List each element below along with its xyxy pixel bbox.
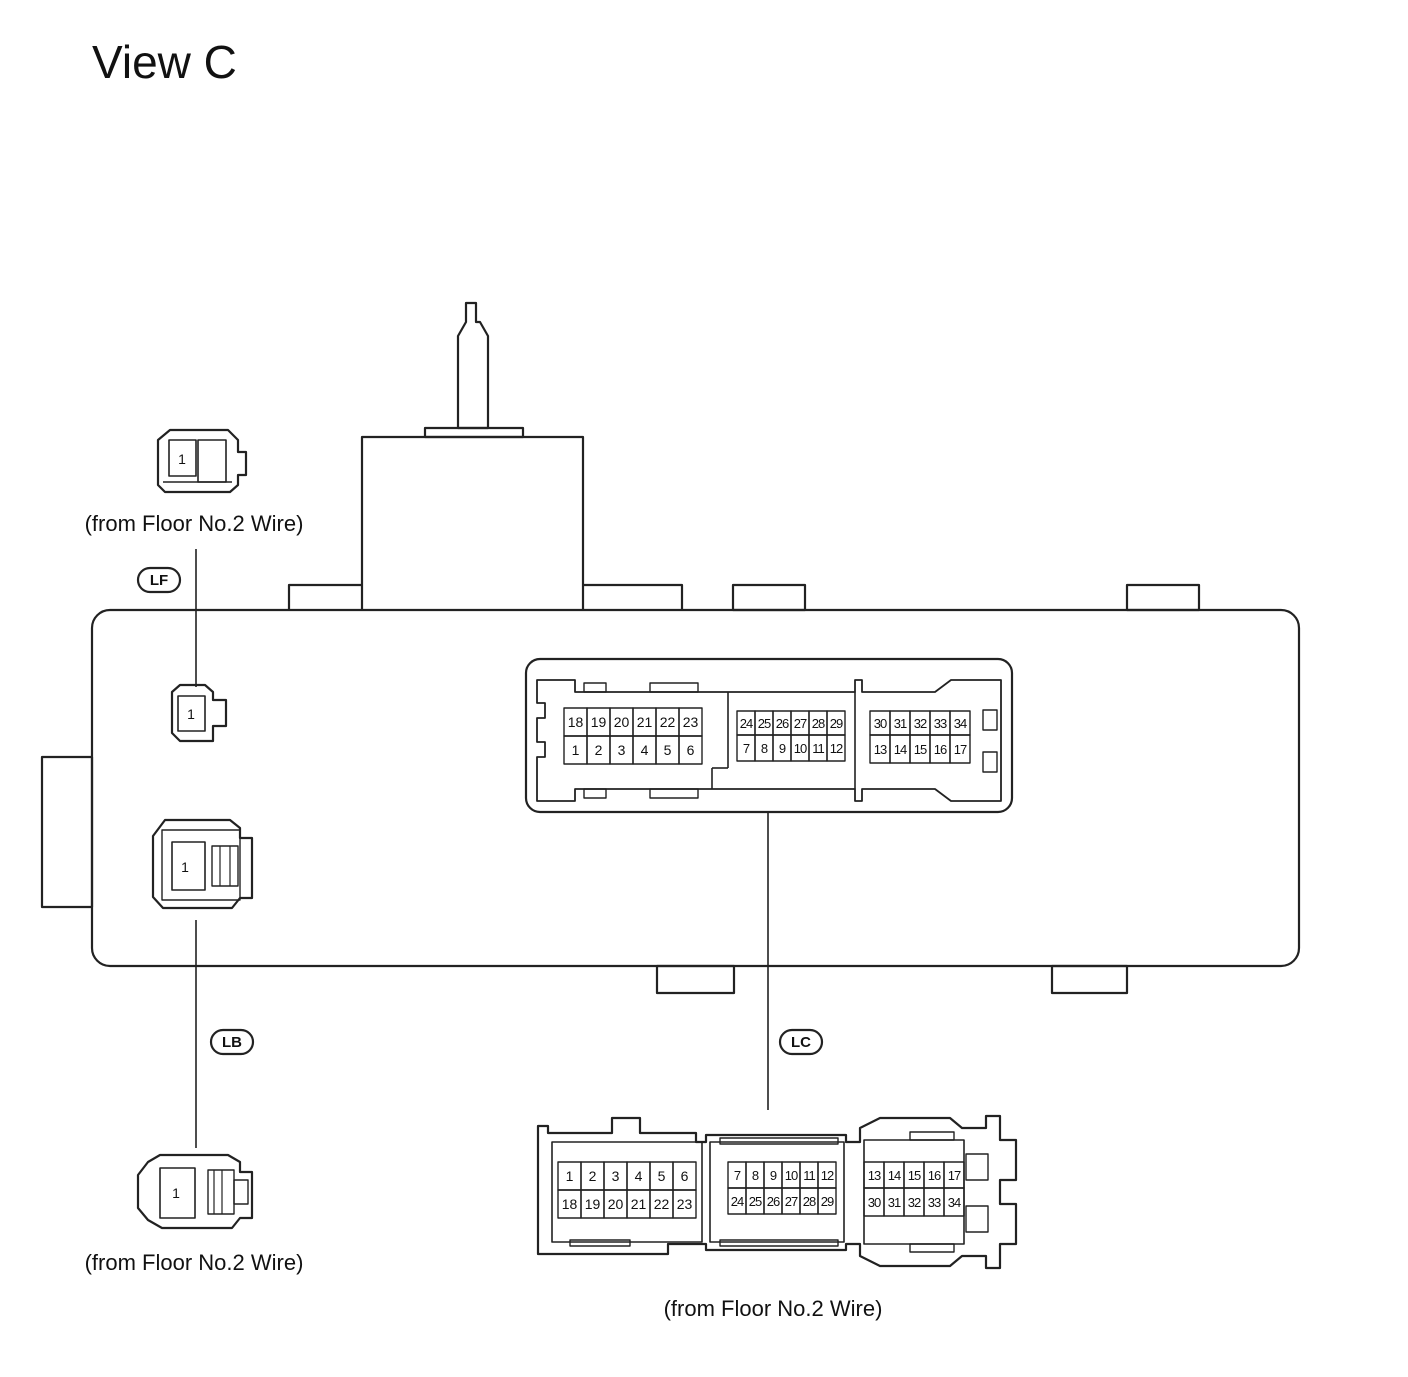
view-title: View C xyxy=(92,36,237,88)
lc-body-pin-21-label: 21 xyxy=(637,714,653,730)
lc-mate-pin-34-label: 34 xyxy=(948,1195,961,1210)
lc-body-pin-13-label: 13 xyxy=(874,742,887,757)
lc-mate-pin-12-label: 12 xyxy=(821,1168,834,1183)
lc-body-pin-11-label: 11 xyxy=(812,741,824,756)
lc-mate-pin-21-label: 21 xyxy=(631,1196,647,1212)
lc-body-pin-23-label: 23 xyxy=(683,714,699,730)
lc-mate-pin-2-label: 2 xyxy=(589,1168,597,1184)
lc-mate-pin-26-label: 26 xyxy=(767,1194,780,1209)
lf-caption: (from Floor No.2 Wire) xyxy=(85,511,304,536)
lc-body-pin-6-label: 6 xyxy=(687,742,695,758)
lc-mate-pin-19-label: 19 xyxy=(585,1196,601,1212)
lc-body-pin-4-label: 4 xyxy=(641,742,649,758)
lc-mate-pin-34-cell xyxy=(943,1187,965,1217)
lb-tag: LB xyxy=(209,1028,255,1056)
lb-connector-body: 1 xyxy=(151,818,254,910)
lc-mate-pin-4-label: 4 xyxy=(635,1168,643,1184)
lc-body-pin-18-label: 18 xyxy=(568,714,584,730)
lc-body-pin-25-label: 25 xyxy=(758,716,771,731)
lc-mate-pin-16-label: 16 xyxy=(928,1168,941,1183)
lc-mate-pin-22-label: 22 xyxy=(654,1196,670,1212)
lc-body-pin-26-label: 26 xyxy=(776,716,789,731)
lc-body-pin-3-label: 3 xyxy=(618,742,626,758)
lc-body-pin-6-cell xyxy=(678,735,703,765)
lc-body-pin-14-label: 14 xyxy=(894,742,907,757)
lc-mate-pin-13-label: 13 xyxy=(868,1168,881,1183)
lc-mate-pin-14-label: 14 xyxy=(888,1168,901,1183)
lc-body-pin-29-label: 29 xyxy=(830,716,843,731)
lf-body-pin-label: 1 xyxy=(187,706,195,722)
lc-body-pin-17-cell xyxy=(949,734,971,764)
lc-body-pin-27-label: 27 xyxy=(794,716,807,731)
lc-body-pin-8-label: 8 xyxy=(761,741,768,756)
lc-mate-pin-18-label: 18 xyxy=(562,1196,578,1212)
lc-body-pin-17-label: 17 xyxy=(954,742,967,757)
lf-tag-label: LF xyxy=(150,572,168,589)
lc-body-pin-33-label: 33 xyxy=(934,716,947,731)
lc-body-pin-15-label: 15 xyxy=(914,742,927,757)
lc-mate-pin-11-label: 11 xyxy=(803,1168,815,1183)
lb-tag-label: LB xyxy=(222,1034,242,1051)
lc-body-pin-20-label: 20 xyxy=(614,714,630,730)
lc-body-pin-9-label: 9 xyxy=(779,741,786,756)
lc-mate-pin-32-label: 32 xyxy=(908,1195,921,1210)
lb-connector-mating: 1 xyxy=(136,1153,254,1230)
ecu-body xyxy=(40,301,1301,995)
lc-body-pin-1-label: 1 xyxy=(572,742,580,758)
lc-mate-pin-7-label: 7 xyxy=(734,1168,741,1183)
lc-mate-pin-33-label: 33 xyxy=(928,1195,941,1210)
lc-mate-pin-20-label: 20 xyxy=(608,1196,624,1212)
lc-mate-pin-24-label: 24 xyxy=(731,1194,744,1209)
lc-body-pin-19-label: 19 xyxy=(591,714,607,730)
lc-mate-pin-9-label: 9 xyxy=(770,1168,777,1183)
lc-body-pin-5-label: 5 xyxy=(664,742,672,758)
lc-mate-pin-6-label: 6 xyxy=(681,1168,689,1184)
lc-body-pin-28-label: 28 xyxy=(812,716,825,731)
lc-body-pin-10-label: 10 xyxy=(794,741,807,756)
lc-mate-pin-25-label: 25 xyxy=(749,1194,762,1209)
lc-mate-pin-17-label: 17 xyxy=(948,1168,961,1183)
lf-connector-mating: 1 xyxy=(156,428,248,494)
lb-mating-pin-label: 1 xyxy=(172,1185,180,1201)
lc-mate-pin-29-label: 29 xyxy=(821,1194,834,1209)
lf-connector-body: 1 xyxy=(170,683,228,743)
lc-mate-pin-3-label: 3 xyxy=(612,1168,620,1184)
lb-body-pin-label: 1 xyxy=(181,859,189,875)
lc-mate-pin-30-label: 30 xyxy=(868,1195,881,1210)
lf-mating-pin-label: 1 xyxy=(178,451,186,467)
lc-mate-pin-1-label: 1 xyxy=(566,1168,574,1184)
lc-body-pin-34-label: 34 xyxy=(954,716,967,731)
lc-body-pin-30-label: 30 xyxy=(874,716,887,731)
lc-body-pin-12-label: 12 xyxy=(830,741,843,756)
lc-mate-pin-29-cell xyxy=(817,1187,837,1215)
lc-mate-pin-31-label: 31 xyxy=(888,1195,901,1210)
lc-mate-pin-5-label: 5 xyxy=(658,1168,666,1184)
lc-mate-pin-23-label: 23 xyxy=(677,1196,693,1212)
lc-mate-pin-28-label: 28 xyxy=(803,1194,816,1209)
lc-mate-pin-27-label: 27 xyxy=(785,1194,798,1209)
lc-body-pin-22-label: 22 xyxy=(660,714,676,730)
lc-body-pin-31-label: 31 xyxy=(894,716,907,731)
lc-tag: LC xyxy=(778,1028,824,1056)
lc-mate-pin-23-cell xyxy=(672,1189,697,1219)
lf-tag: LF xyxy=(136,566,182,594)
lc-body-pin-12-cell xyxy=(826,734,846,762)
lc-caption: (from Floor No.2 Wire) xyxy=(664,1296,883,1321)
lc-body-pin-2-label: 2 xyxy=(595,742,603,758)
lc-body-pin-32-label: 32 xyxy=(914,716,927,731)
lb-caption: (from Floor No.2 Wire) xyxy=(85,1250,304,1275)
lc-mate-pin-8-label: 8 xyxy=(752,1168,759,1183)
lc-body-pin-16-label: 16 xyxy=(934,742,947,757)
lc-tag-label: LC xyxy=(791,1034,811,1051)
lc-body-pin-7-label: 7 xyxy=(743,741,750,756)
lc-mate-pin-10-label: 10 xyxy=(785,1168,798,1183)
lc-mate-pin-15-label: 15 xyxy=(908,1168,921,1183)
lc-body-pin-24-label: 24 xyxy=(740,716,753,731)
